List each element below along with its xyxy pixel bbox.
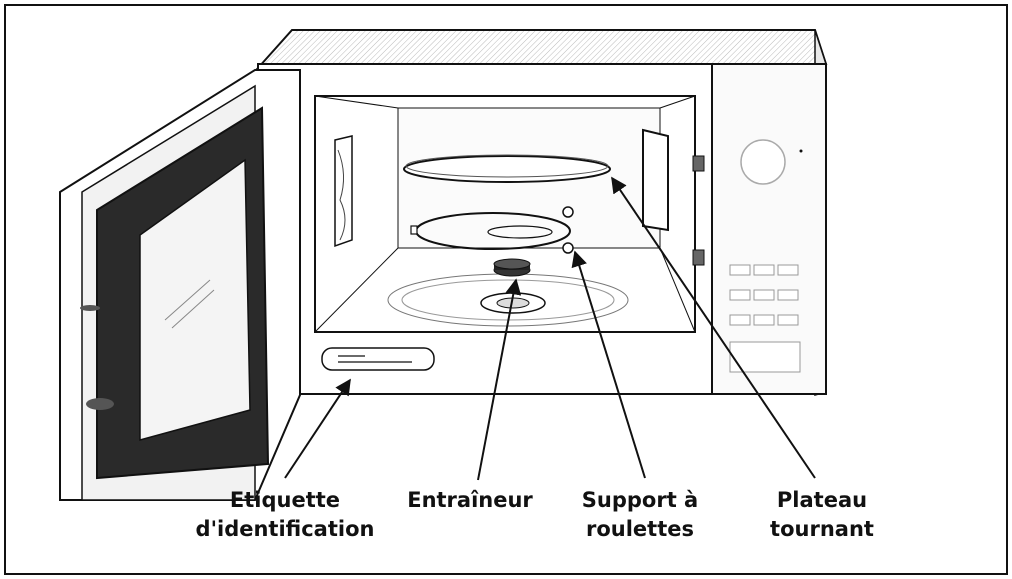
turntable-plate bbox=[403, 155, 611, 183]
diagram-frame bbox=[4, 4, 1008, 575]
door-window-glass bbox=[139, 158, 251, 441]
identification-plate bbox=[321, 347, 435, 371]
label-support: Support à roulettes bbox=[565, 486, 715, 544]
label-plateau-line2: tournant bbox=[770, 517, 874, 541]
keypad bbox=[729, 264, 801, 373]
roller-wheel bbox=[562, 242, 574, 254]
label-etiquette: Etiquette d'identification bbox=[195, 486, 375, 544]
label-entraineur-line1: Entraîneur bbox=[407, 488, 533, 512]
arrow-etiquette bbox=[284, 378, 351, 479]
cabinet-top bbox=[255, 29, 828, 70]
label-support-line1: Support à bbox=[581, 488, 699, 512]
arrow-entraineur bbox=[477, 278, 522, 481]
label-entraineur: Entraîneur bbox=[395, 486, 545, 515]
arrow-plateau bbox=[611, 176, 816, 479]
arrow-support bbox=[571, 250, 646, 479]
control-panel bbox=[711, 63, 827, 395]
door-latch bbox=[692, 155, 705, 172]
label-support-line2: roulettes bbox=[586, 517, 694, 541]
label-etiquette-line1: Etiquette bbox=[229, 488, 341, 512]
label-plateau-line1: Plateau bbox=[776, 488, 868, 512]
label-etiquette-line2: d'identification bbox=[195, 517, 375, 541]
label-plateau: Plateau tournant bbox=[752, 486, 892, 544]
door-hinge bbox=[80, 305, 100, 311]
right-vent bbox=[642, 128, 669, 232]
control-knob bbox=[740, 139, 786, 185]
roller-wheel bbox=[562, 206, 574, 218]
door-hinge bbox=[86, 398, 114, 410]
left-vent bbox=[334, 135, 353, 248]
door-latch bbox=[692, 249, 705, 266]
